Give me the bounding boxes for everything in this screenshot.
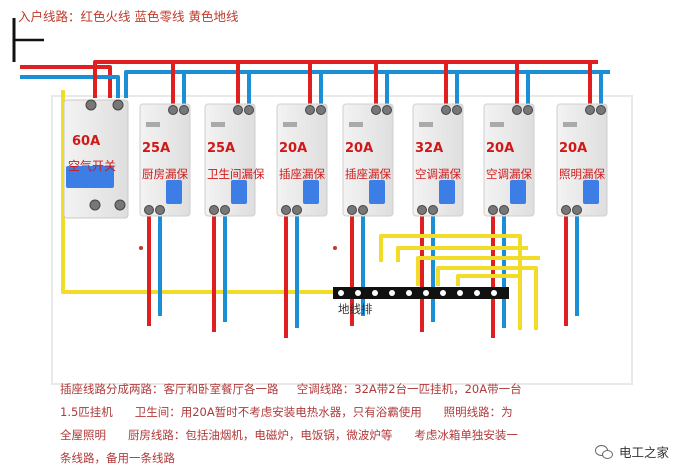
breaker-6-rating: 20A [486, 141, 514, 156]
breaker-4-label: 插座漏保 [345, 167, 391, 181]
ground-branch-4 [436, 266, 538, 330]
footer-brand: 电工之家 [594, 442, 669, 461]
description-text: 插座线路分成两路：客厅和卧室餐厅各一路 空调线路：32A带2台一匹挂机，20A带… [60, 378, 620, 470]
legend-title: 入户线路：红色火线 蓝色零线 黄色地线 [18, 9, 239, 24]
breaker-2: 25A 卫生间漏保 [204, 103, 265, 217]
ground-branch-3 [416, 256, 540, 286]
breaker-4: 20A 插座漏保 [342, 103, 394, 217]
breaker-1-label: 厨房漏保 [142, 167, 188, 181]
breaker-row: 60A 空气开关 25A 厨房漏保 25A 卫生间漏保 20A 插座漏保 20A 插座漏保 32A 空… [63, 99, 608, 219]
main-switch-toggle [66, 166, 114, 188]
breaker-3: 20A 插座漏保 [276, 103, 328, 217]
breaker-3-rating: 20A [279, 141, 307, 156]
main-switch-rating: 60A [72, 134, 100, 149]
breaker-6-toggle [510, 180, 526, 204]
breaker-7-toggle [583, 180, 599, 204]
breaker-6-label: 空调漏保 [486, 167, 532, 181]
desc-line-1: 插座线路分成两路：客厅和卧室餐厅各一路 [60, 382, 279, 396]
breaker-5: 32A 空调漏保 [412, 103, 464, 217]
breaker-1: 25A 厨房漏保 [139, 103, 191, 217]
incoming-ground-wire [61, 90, 334, 294]
footer-brand-text: 电工之家 [618, 445, 669, 460]
breaker-4-toggle [369, 180, 385, 204]
wires [20, 60, 610, 338]
live-busbar [93, 60, 598, 98]
desc-line-2: 空调线路：32A带2台一匹挂机，20A带一台 [296, 382, 522, 396]
desc-line-3: 1.5匹挂机 [60, 405, 113, 419]
neutral-busbar [124, 70, 610, 98]
breaker-5-toggle [439, 180, 455, 204]
ground-branch-2 [396, 246, 528, 262]
desc-line-5: 照明线路：为 [443, 405, 513, 419]
ground-bar: 地线排 [333, 287, 509, 316]
breaker-3-toggle [303, 180, 319, 204]
desc-line-4: 卫生间：用20A暂时不考虑安装电热水器，只有浴霸使用 [134, 405, 422, 419]
wechat-icon [594, 444, 613, 459]
incoming-live-wire [20, 65, 112, 98]
incoming-neutral-wire [20, 75, 120, 98]
breaker-2-toggle [231, 180, 247, 204]
ground-bar-label: 地线排 [338, 302, 373, 316]
ground-branch-5 [456, 274, 520, 286]
main-switch-label: 空气开关 [68, 158, 116, 173]
breaker-5-rating: 32A [415, 141, 443, 156]
desc-line-6: 全屋照明 [60, 428, 106, 442]
breaker-3-label: 插座漏保 [279, 167, 325, 181]
breaker-2-rating: 25A [207, 141, 235, 156]
breaker-7-label: 照明漏保 [559, 167, 605, 181]
desc-line-8: 考虑冰箱单独安装一 [414, 428, 518, 442]
breaker-1-toggle [166, 180, 182, 204]
breaker-7: 20A 照明漏保 [556, 103, 608, 217]
ground-branch-1 [379, 234, 522, 330]
desc-line-9: 条线路，备用一条线路 [60, 451, 175, 465]
desc-line-7: 厨房线路：包括油烟机，电磁炉，电饭锅，微波炉等 [127, 428, 393, 442]
breaker-7-rating: 20A [559, 141, 587, 156]
breaker-4-rating: 20A [345, 141, 373, 156]
main-air-switch: 60A 空气开关 [63, 99, 129, 219]
breaker-1-rating: 25A [142, 141, 170, 156]
breaker-5-label: 空调漏保 [415, 167, 461, 181]
breaker-6: 20A 空调漏保 [483, 103, 535, 217]
breaker-2-label: 卫生间漏保 [207, 167, 265, 181]
